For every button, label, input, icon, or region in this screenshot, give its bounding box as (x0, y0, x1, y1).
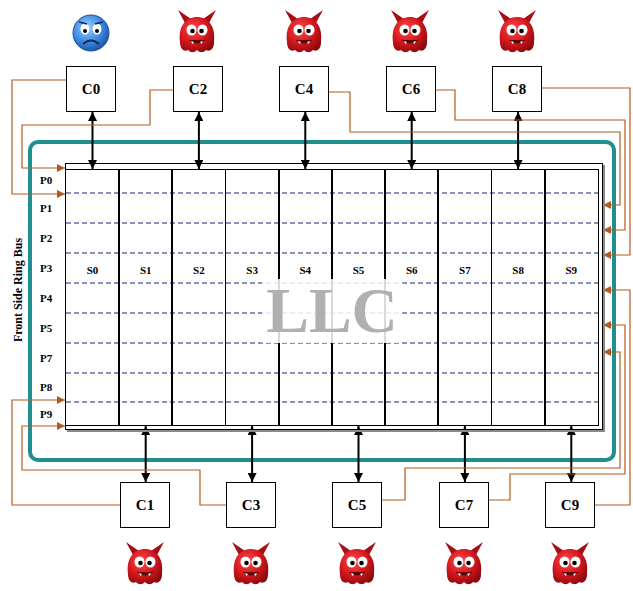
partition-label: P3 (40, 263, 52, 274)
slice-label: S1 (119, 264, 172, 276)
core-label: C0 (82, 81, 100, 98)
core-box: C3 (226, 482, 276, 528)
victim-face (73, 15, 109, 51)
llc-box: LLC S0S1S2S3S4S5S6S7S8S9 (65, 163, 603, 430)
partition-label: P0 (40, 175, 52, 186)
core-slice-link (251, 426, 253, 482)
core-slice-link (464, 426, 466, 482)
partition-label: P5 (40, 323, 52, 334)
slice-label: S8 (492, 264, 545, 276)
slice-label: S4 (279, 264, 332, 276)
ring-bus-wire (12, 80, 66, 194)
partition-label: P7 (40, 353, 52, 364)
partition-lines (66, 193, 602, 402)
cache-slice: S2 (171, 169, 226, 426)
attacker-devil (551, 542, 589, 584)
core-label: C5 (348, 497, 366, 514)
bus-label: Front Side Ring Bus (12, 238, 24, 342)
partition-label: P4 (40, 293, 52, 304)
slice-label: S7 (438, 264, 491, 276)
core-label: C6 (402, 81, 420, 98)
slice-label: S9 (545, 264, 598, 276)
ring-bus-wire (12, 400, 120, 505)
partition-label: P8 (40, 382, 52, 393)
core-box: C1 (120, 482, 170, 528)
partition-label: P2 (40, 233, 52, 244)
core-slice-link (411, 112, 413, 169)
core-label: C8 (508, 81, 526, 98)
cache-slice: S7 (437, 169, 492, 426)
slice-label: S0 (66, 264, 119, 276)
ring-bus-wire (329, 92, 620, 205)
attacker-devil (498, 10, 536, 52)
ring-bus-wire (542, 88, 630, 255)
partition-label: P9 (40, 409, 52, 420)
core-box: C8 (492, 66, 542, 112)
core-slice-link (304, 112, 306, 169)
attacker-devil (126, 542, 164, 584)
cache-slice: S8 (491, 169, 546, 426)
core-slice-link (145, 426, 147, 482)
cache-slice: S0 (65, 169, 120, 426)
attacker-devil (391, 10, 429, 52)
partition-label: P1 (40, 203, 52, 214)
llc-frame (30, 142, 614, 460)
core-box: C4 (279, 66, 329, 112)
core-label: C3 (242, 497, 260, 514)
core-box: C5 (332, 482, 382, 528)
core-slice-link (92, 112, 94, 169)
core-label: C4 (295, 81, 313, 98)
core-slice-link (198, 112, 200, 169)
attacker-devil (445, 542, 483, 584)
slice-label: S3 (226, 264, 279, 276)
core-label: C9 (561, 497, 579, 514)
core-box: C2 (173, 66, 223, 112)
core-box: C6 (386, 66, 436, 112)
core-slice-link (358, 426, 360, 482)
slice-label: S5 (332, 264, 385, 276)
core-label: C1 (136, 497, 154, 514)
attacker-devil (232, 542, 270, 584)
ring-bus-wire (595, 290, 630, 505)
slice-label: S6 (385, 264, 438, 276)
core-box: C7 (439, 482, 489, 528)
slice-label: S2 (172, 264, 225, 276)
core-label: C7 (455, 497, 473, 514)
ring-bus-wire (489, 325, 625, 500)
cache-slice: S9 (544, 169, 599, 426)
ring-bus-wire (382, 352, 620, 500)
cache-slice: S1 (118, 169, 173, 426)
core-box: C9 (545, 482, 595, 528)
attacker-devil (178, 10, 216, 52)
watermark-text: LLC (262, 279, 402, 343)
attacker-devil (338, 542, 376, 584)
attacker-devil (285, 10, 323, 52)
core-box: C0 (66, 66, 116, 112)
core-label: C2 (189, 81, 207, 98)
